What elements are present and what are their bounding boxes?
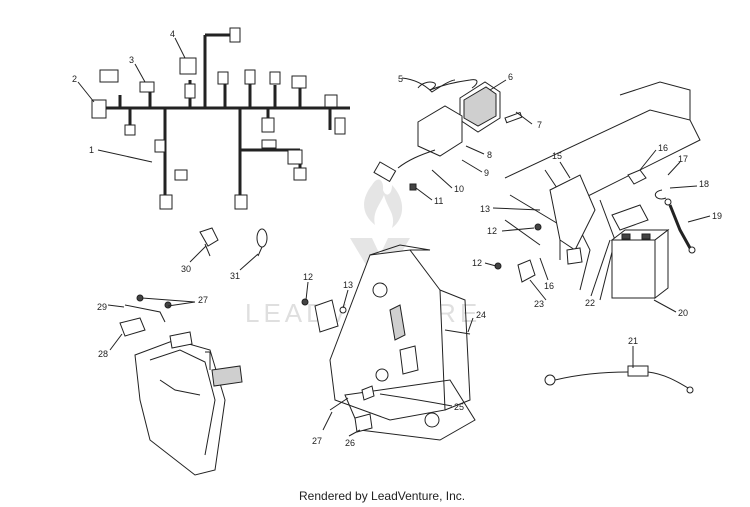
callout-27-top: 27 (198, 295, 208, 305)
callout-28: 28 (98, 349, 108, 359)
callout-17: 17 (678, 154, 688, 164)
callout-25: 25 (454, 402, 464, 412)
footer-credit: Rendered by LeadVenture, Inc. (299, 489, 465, 503)
callout-29: 29 (97, 302, 107, 312)
leader-lines (77, 37, 711, 437)
callout-24: 24 (476, 310, 486, 320)
clip-parts (199, 227, 268, 257)
callout-27-bottom: 27 (312, 436, 322, 446)
callout-6: 6 (508, 72, 513, 82)
callout-3: 3 (129, 55, 134, 65)
callout-26: 26 (345, 438, 355, 448)
callout-5: 5 (398, 74, 403, 84)
callout-13-right: 12 (487, 226, 497, 236)
callout-23: 23 (534, 299, 544, 309)
taillight-assembly (373, 79, 523, 191)
callout-16-bottom: 16 (544, 281, 554, 291)
bracket-assembly (119, 294, 243, 476)
callout-13-center: 13 (343, 280, 353, 290)
callout-12-right: 12 (472, 258, 482, 268)
mounting-plate (301, 244, 476, 441)
battery-cable (544, 365, 694, 394)
callout-2: 2 (72, 74, 77, 84)
callout-18: 18 (699, 179, 709, 189)
callout-12-center: 12 (303, 272, 313, 282)
callout-22: 22 (585, 298, 595, 308)
callout-1: 1 (89, 145, 94, 155)
frame-battery-box (494, 81, 701, 301)
callout-19: 19 (712, 211, 722, 221)
callout-labels: 1 2 3 4 5 6 7 8 9 10 11 13 15 12 16 17 1… (72, 29, 722, 448)
callout-8: 8 (487, 150, 492, 160)
callout-21: 21 (628, 336, 638, 346)
callout-20: 20 (678, 308, 688, 318)
callout-14: 13 (480, 204, 490, 214)
callout-7: 7 (537, 120, 542, 130)
callout-11: 11 (434, 196, 443, 206)
callout-15: 15 (552, 151, 562, 161)
wiring-harness (91, 27, 350, 210)
callout-30: 30 (181, 264, 191, 274)
callout-16-top: 16 (658, 143, 668, 153)
callout-9: 9 (484, 168, 489, 178)
callout-4: 4 (170, 29, 175, 39)
callout-10: 10 (454, 184, 464, 194)
callout-31: 31 (230, 271, 240, 281)
